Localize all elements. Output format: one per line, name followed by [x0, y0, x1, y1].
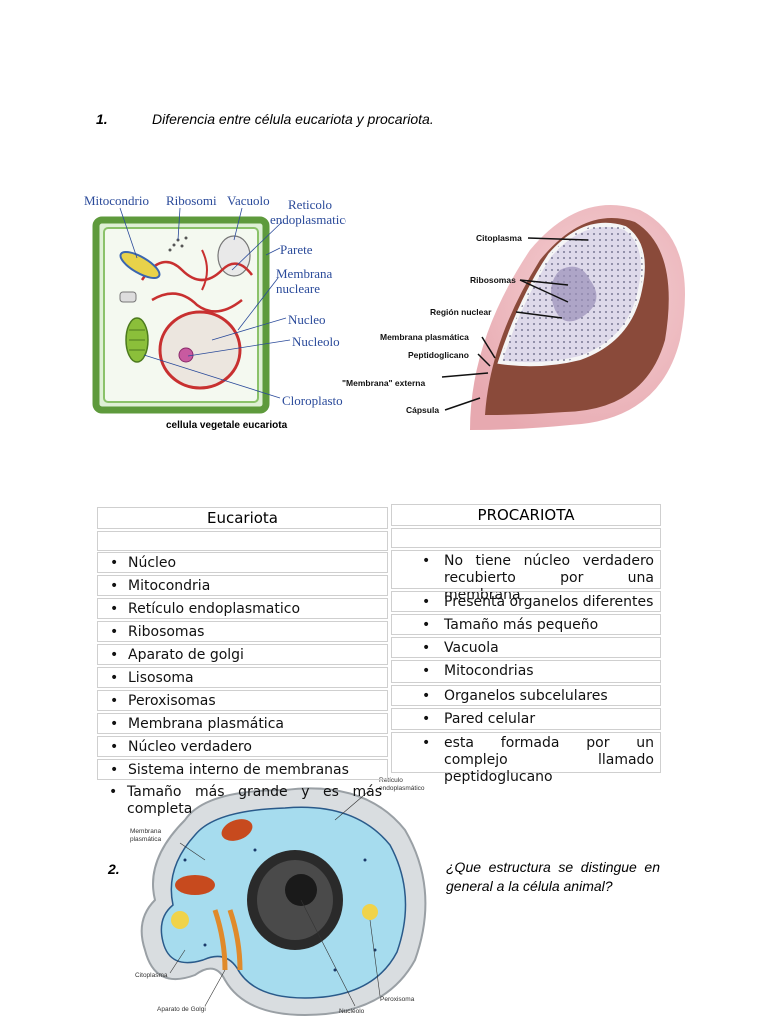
question-2-text: ¿Que estructura se distingue en general …: [446, 859, 660, 894]
procariota-item-text: Presenta organelos diferentes: [444, 594, 654, 610]
plant-label-nucleo: Nucleo: [288, 312, 326, 327]
question-1-text: Diferencia entre célula eucariota y proc…: [152, 111, 434, 127]
bullet: •: [110, 578, 119, 594]
prok-label-region-nuclear: Región nuclear: [430, 307, 492, 317]
procariota-item-text: Tamaño más pequeño: [444, 617, 599, 633]
eucariota-item: • Núcleo verdadero: [97, 736, 388, 757]
eucariota-item-text: Sistema interno de membranas: [128, 762, 349, 778]
prok-label-citoplasma: Citoplasma: [476, 233, 522, 243]
plant-label-ribosomi: Ribosomi: [166, 193, 217, 208]
procariota-item-text: esta formada por un complejo llamado pep…: [444, 735, 654, 785]
bullet: •: [110, 762, 119, 778]
eucariota-item: • Aparato de golgi: [97, 644, 388, 665]
plant-label-cloroplasto: Cloroplasto: [282, 393, 343, 408]
plant-label-mitocondrio: Mitocondrio: [84, 193, 149, 208]
bullet: •: [110, 555, 119, 571]
procariota-item: • Organelos subcelulares: [391, 685, 661, 706]
plant-label-reticolo: Reticolo: [288, 197, 333, 212]
bullet: •: [109, 784, 118, 800]
eucariota-item: • Membrana plasmática: [97, 713, 388, 734]
plant-cell-drawing: [92, 207, 291, 414]
animal-cell-drawing: [140, 787, 427, 1017]
eucariota-item: • Tamaño más grande y es más completa: [97, 782, 388, 824]
eucariota-item: • Lisosoma: [97, 667, 388, 688]
eucariota-item: • Mitocondria: [97, 575, 388, 596]
question-1-number: 1.: [96, 111, 108, 127]
procariota-empty-row: [391, 528, 661, 548]
eucariota-item-text: Núcleo verdadero: [128, 739, 252, 755]
prok-label-ribosomas: Ribosomas: [470, 275, 516, 285]
animal-label-plasmatica: plasmática: [130, 836, 162, 843]
plant-label-membrana: Membrana: [276, 266, 333, 281]
bullet: •: [422, 553, 431, 569]
bullet: •: [422, 594, 431, 610]
prokaryote-drawing: [441, 205, 685, 430]
eucariota-item-text: Aparato de golgi: [128, 647, 244, 663]
procariota-item-text: Organelos subcelulares: [444, 688, 608, 704]
bullet: •: [422, 711, 431, 727]
bullet: •: [422, 735, 431, 751]
animal-label-reticulo: Retículo: [379, 777, 403, 784]
bullet: •: [422, 617, 431, 633]
plant-label-nucleare: nucleare: [276, 281, 321, 296]
plant-label-vacuolo: Vacuolo: [227, 193, 270, 208]
plant-label-endoplasmatico: endoplasmatico: [270, 212, 346, 227]
eucariota-header: Eucariota: [97, 507, 388, 529]
plant-cell-caption: cellula vegetale eucariota: [166, 420, 288, 431]
bullet: •: [110, 647, 119, 663]
bullet: •: [110, 716, 119, 732]
procariota-item-text: Mitocondrias: [444, 663, 534, 679]
prok-label-membrana-plasmatica: Membrana plasmática: [380, 332, 469, 342]
bullet: •: [110, 601, 119, 617]
eucariota-item-text: Núcleo: [128, 555, 177, 571]
procariota-item: • Presenta organelos diferentes: [391, 591, 661, 612]
bullet: •: [110, 670, 119, 686]
eucariota-item: • Peroxisomas: [97, 690, 388, 711]
animal-label-golgi: Aparato de Golgi: [157, 1006, 206, 1013]
eucariota-item-text: Mitocondria: [128, 578, 211, 594]
procariota-item: • Pared celular: [391, 708, 661, 730]
bullet: •: [422, 640, 431, 656]
eucariota-item-text: Peroxisomas: [128, 693, 216, 709]
plant-cell-figure: Mitocondrio Ribosomi Vacuolo Reticolo en…: [82, 190, 346, 438]
bullet: •: [110, 624, 119, 640]
procariota-item: • esta formada por un complejo llamado pe…: [391, 732, 661, 785]
plant-label-parete: Parete: [280, 242, 313, 257]
question-2-number: 2.: [108, 861, 120, 877]
prokaryote-figure: Citoplasma Ribosomas Región nuclear Memb…: [340, 190, 692, 440]
animal-cell-figure: Retículo endoplasmático Membrana plasmát…: [125, 760, 440, 1024]
eucariota-item: • Sistema interno de membranas: [97, 759, 388, 780]
prok-label-peptidoglicano: Peptidoglicano: [408, 350, 469, 360]
eucariota-empty-row: [97, 531, 388, 551]
eucariota-item-text: Retículo endoplasmatico: [128, 601, 301, 617]
animal-label-citoplasma: Citoplasma: [135, 972, 168, 979]
eucariota-item-text: Lisosoma: [128, 670, 194, 686]
bullet: •: [422, 663, 431, 679]
procariota-item: • Vacuola: [391, 637, 661, 658]
bullet: •: [110, 693, 119, 709]
procariota-item: •No tiene núcleo verdadero recubierto po…: [391, 550, 661, 603]
bullet: •: [110, 739, 119, 755]
bullet: •: [422, 688, 431, 704]
procariota-item-text: Vacuola: [444, 640, 499, 656]
eucariota-item-text: Tamaño más grande y es más completa: [127, 784, 382, 817]
procariota-header: PROCARIOTA: [391, 504, 661, 526]
procariota-item: • Tamaño más pequeño: [391, 614, 661, 635]
plant-label-nucleolo: Nucleolo: [292, 334, 340, 349]
eucariota-item-text: Ribosomas: [128, 624, 205, 640]
prok-label-capsula: Cápsula: [406, 405, 440, 415]
eucariota-item: • Núcleo: [97, 552, 388, 573]
animal-label-endoplasmatico: endoplasmático: [379, 785, 425, 792]
eucariota-item-text: Membrana plasmática: [128, 716, 284, 732]
animal-label-nucleolo: Nucléolo: [339, 1008, 365, 1015]
animal-label-peroxisoma: Peroxisoma: [380, 996, 415, 1003]
procariota-item: • Mitocondrias: [391, 660, 661, 683]
eucariota-item: • Retículo endoplasmatico: [97, 598, 388, 619]
procariota-item-text: Pared celular: [444, 711, 536, 727]
animal-label-membrana: Membrana: [130, 828, 162, 835]
prok-label-membrana-externa: "Membrana" externa: [342, 378, 426, 388]
eucariota-item: • Ribosomas: [97, 621, 388, 642]
